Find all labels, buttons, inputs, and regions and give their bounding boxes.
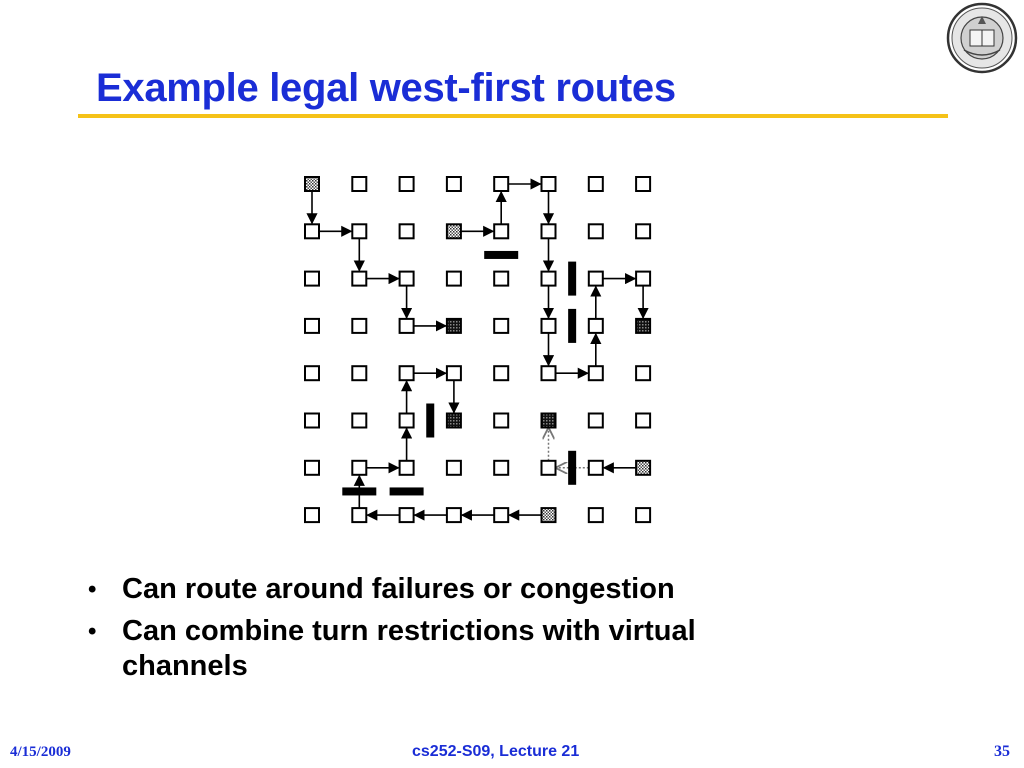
blocked-link-bar	[389, 487, 424, 496]
mesh-node	[493, 176, 510, 192]
source-node	[635, 459, 652, 476]
mesh-node	[587, 412, 604, 429]
footer-page-number: 35	[994, 743, 1010, 760]
title-underline	[78, 114, 948, 118]
mesh-node	[398, 176, 415, 192]
mesh-node	[351, 412, 368, 429]
bullet-item: • Can route around failures or congestio…	[84, 572, 822, 607]
blocked-link-bar	[484, 250, 519, 259]
destination-node	[540, 412, 557, 429]
university-seal-icon	[946, 2, 1018, 74]
mesh-node	[540, 365, 557, 382]
mesh-node	[445, 365, 462, 382]
mesh-node	[587, 459, 604, 476]
mesh-node	[540, 176, 557, 192]
mesh-node	[398, 270, 415, 287]
source-node	[540, 507, 557, 524]
mesh-node	[540, 270, 557, 287]
mesh-node	[493, 270, 510, 287]
mesh-node	[540, 223, 557, 240]
mesh-node	[351, 176, 368, 192]
mesh-node	[445, 176, 462, 192]
bullet-list: • Can route around failures or congestio…	[84, 572, 822, 691]
mesh-node	[351, 507, 368, 524]
mesh-node	[493, 317, 510, 334]
bullet-text: Can combine turn restrictions with virtu…	[122, 615, 696, 682]
mesh-node	[587, 317, 604, 334]
mesh-node	[445, 459, 462, 476]
mesh-node	[398, 317, 415, 334]
destination-node	[635, 317, 652, 334]
mesh-node	[398, 365, 415, 382]
mesh-node	[398, 507, 415, 524]
mesh-node	[587, 176, 604, 192]
mesh-node	[398, 459, 415, 476]
mesh-node	[493, 412, 510, 429]
bullet-text: Can route around failures or congestion	[122, 573, 675, 605]
mesh-node	[398, 223, 415, 240]
mesh-node	[493, 365, 510, 382]
mesh-node	[304, 223, 320, 240]
mesh-node	[635, 507, 652, 524]
mesh-node	[493, 507, 510, 524]
mesh-node	[304, 365, 320, 382]
mesh-node	[351, 365, 368, 382]
mesh-node	[587, 270, 604, 287]
mesh-node	[351, 459, 368, 476]
mesh-node	[445, 270, 462, 287]
bullet-icon: •	[88, 576, 97, 603]
mesh-node	[635, 223, 652, 240]
mesh-node	[398, 412, 415, 429]
blocked-link-bar	[568, 308, 577, 343]
blocked-link-bar	[426, 403, 435, 438]
bullet-item: • Can combine turn restrictions with vir…	[84, 614, 822, 684]
mesh-node	[304, 507, 320, 524]
mesh-node	[304, 412, 320, 429]
source-node	[304, 176, 320, 192]
mesh-node	[635, 412, 652, 429]
mesh-node	[445, 507, 462, 524]
mesh-node	[635, 270, 652, 287]
blocked-link-bar	[568, 450, 577, 485]
source-node	[445, 223, 462, 240]
footer-date: 4/15/2009	[10, 744, 71, 760]
mesh-node	[304, 270, 320, 287]
mesh-node	[351, 223, 368, 240]
blocked-link-bar	[342, 487, 377, 496]
mesh-node	[351, 270, 368, 287]
mesh-node	[351, 317, 368, 334]
bullet-icon: •	[88, 618, 97, 645]
footer-course: cs252-S09, Lecture 21	[412, 743, 580, 760]
mesh-node	[540, 317, 557, 334]
destination-node	[445, 412, 462, 429]
mesh-node	[540, 459, 557, 476]
mesh-node	[635, 176, 652, 192]
blocked-link-bar	[568, 261, 577, 296]
mesh-node	[493, 223, 510, 240]
destination-node	[445, 317, 462, 334]
mesh-node	[493, 459, 510, 476]
mesh-node	[587, 223, 604, 240]
mesh-node	[587, 507, 604, 524]
mesh-node	[304, 459, 320, 476]
mesh-node	[635, 365, 652, 382]
mesh-node	[587, 365, 604, 382]
mesh-node	[304, 317, 320, 334]
slide-title: Example legal west-first routes	[96, 66, 676, 110]
